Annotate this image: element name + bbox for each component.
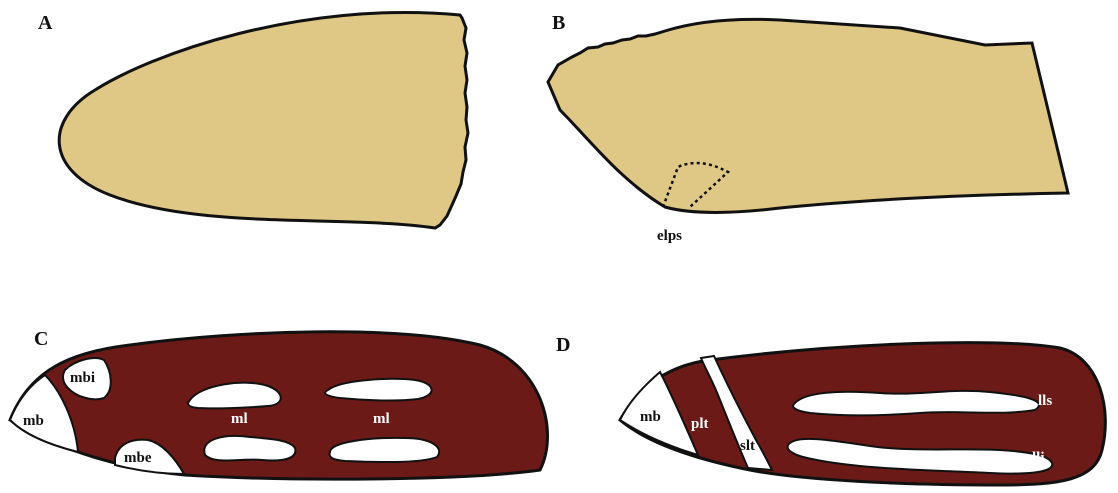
panel-d-slt-label: slt: [740, 438, 755, 454]
panel-d-mb-label: mb: [640, 409, 661, 425]
panel-a-wing-shape: [59, 12, 468, 228]
panel-d-plt-label: plt: [691, 416, 709, 432]
panel-b-label: B: [552, 12, 565, 34]
panel-b-wing-shape: [548, 19, 1068, 212]
panel-c-ml-label-2: ml: [373, 411, 390, 427]
panel-c-label: C: [34, 328, 48, 350]
panel-b-elps-label: elps: [657, 228, 682, 244]
panel-d: D mb plt slt lls lli: [556, 334, 1105, 485]
panel-c: C mb mbi mbe ml ml: [10, 328, 548, 479]
panel-d-lls-label: lls: [1038, 393, 1052, 409]
panel-a-label: A: [38, 12, 53, 34]
panel-d-lli-label: lli: [1032, 450, 1045, 466]
panel-b: B elps: [548, 12, 1068, 244]
panel-c-ml-label-1: ml: [231, 411, 248, 427]
panel-d-lls-area: [793, 391, 1039, 415]
panel-a: A: [38, 12, 468, 228]
panel-d-label: D: [556, 334, 570, 356]
panel-c-mbe-label: mbe: [124, 450, 152, 466]
panel-c-mb-label: mb: [23, 413, 44, 429]
panel-c-mbi-label: mbi: [70, 370, 95, 386]
